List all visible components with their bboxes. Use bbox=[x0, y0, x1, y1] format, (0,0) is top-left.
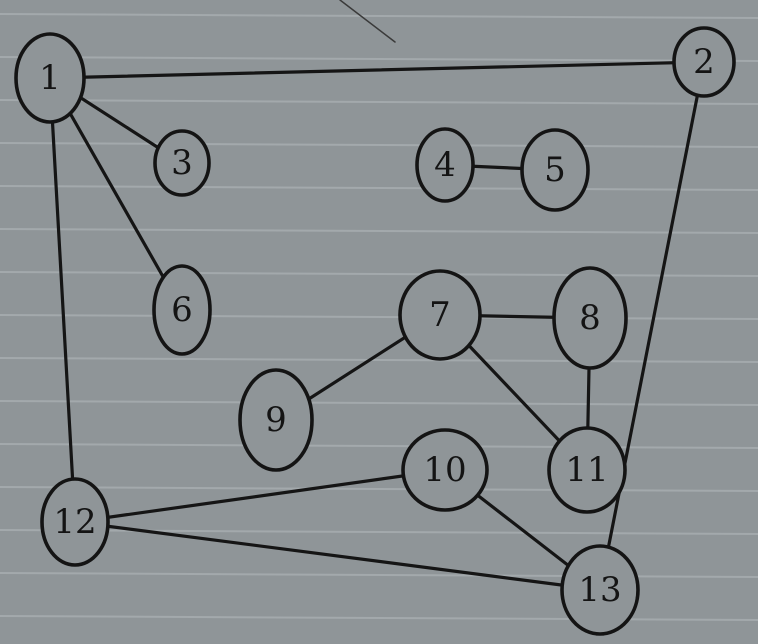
node-label: 9 bbox=[265, 400, 287, 440]
node-10: 10 bbox=[401, 428, 489, 512]
node-circle bbox=[152, 264, 212, 356]
node-label: 2 bbox=[693, 42, 715, 82]
ruled-line bbox=[0, 572, 758, 578]
node-fill bbox=[549, 428, 625, 512]
node-label: 7 bbox=[429, 295, 451, 335]
node-label: 5 bbox=[544, 150, 566, 190]
edge-1-12 bbox=[48, 76, 77, 524]
ruled-line bbox=[0, 142, 758, 148]
ruled-line bbox=[0, 185, 758, 191]
node-13: 13 bbox=[560, 544, 640, 636]
node-label: 12 bbox=[53, 502, 96, 542]
node-fill bbox=[417, 129, 473, 201]
node-circle bbox=[14, 32, 86, 124]
ruled-line bbox=[0, 13, 758, 19]
node-label: 4 bbox=[434, 145, 456, 185]
node-circle bbox=[672, 26, 736, 98]
node-label: 3 bbox=[171, 143, 193, 183]
node-circle bbox=[398, 269, 482, 361]
node-8: 8 bbox=[552, 266, 628, 370]
node-fill bbox=[240, 370, 312, 470]
node-fill bbox=[400, 271, 480, 359]
node-label: 6 bbox=[171, 290, 193, 330]
node-label: 13 bbox=[578, 570, 621, 610]
ruled-line bbox=[0, 99, 758, 105]
node-fill bbox=[674, 28, 734, 96]
node-11: 11 bbox=[547, 426, 627, 514]
node-5: 5 bbox=[520, 128, 590, 212]
node-7: 7 bbox=[398, 269, 482, 361]
node-2: 2 bbox=[672, 26, 736, 98]
edge-10-12 bbox=[73, 468, 447, 524]
node-12: 12 bbox=[40, 477, 110, 567]
node-circle bbox=[560, 544, 640, 636]
node-circle bbox=[238, 368, 314, 472]
node-circle bbox=[40, 477, 110, 567]
node-fill bbox=[522, 130, 588, 210]
node-circle bbox=[153, 129, 211, 197]
node-3: 3 bbox=[153, 129, 211, 197]
node-fill bbox=[42, 479, 108, 565]
edge-2-13 bbox=[598, 60, 706, 592]
node-1: 1 bbox=[14, 32, 86, 124]
node-circle bbox=[552, 266, 628, 370]
node-4: 4 bbox=[415, 127, 475, 203]
ruled-line bbox=[0, 314, 758, 320]
ruled-line bbox=[0, 400, 758, 406]
node-6: 6 bbox=[152, 264, 212, 356]
node-circle bbox=[547, 426, 627, 514]
node-label: 10 bbox=[423, 450, 466, 490]
node-fill bbox=[16, 34, 84, 122]
node-fill bbox=[154, 266, 210, 354]
node-fill bbox=[554, 268, 626, 368]
node-label: 1 bbox=[39, 58, 61, 98]
node-9: 9 bbox=[238, 368, 314, 472]
node-label: 8 bbox=[579, 298, 601, 338]
ruled-line bbox=[0, 486, 758, 492]
notebook-ruled-lines bbox=[0, 13, 758, 621]
ruled-line bbox=[0, 357, 758, 363]
node-circle bbox=[415, 127, 475, 203]
ruled-line bbox=[0, 443, 758, 449]
ruled-line bbox=[0, 529, 758, 535]
node-circle bbox=[401, 428, 489, 512]
node-fill bbox=[403, 430, 487, 510]
edge-12-13 bbox=[73, 520, 602, 592]
pencil-stroke bbox=[339, 0, 396, 43]
ruled-line bbox=[0, 228, 758, 234]
node-label: 11 bbox=[565, 450, 608, 490]
ruled-line bbox=[0, 56, 758, 62]
edge-1-6 bbox=[48, 76, 184, 312]
node-fill bbox=[155, 131, 209, 195]
ruled-line bbox=[0, 615, 758, 621]
edge-1-2 bbox=[48, 60, 706, 80]
node-fill bbox=[562, 546, 638, 634]
ruled-line bbox=[0, 271, 758, 277]
node-circle bbox=[520, 128, 590, 212]
